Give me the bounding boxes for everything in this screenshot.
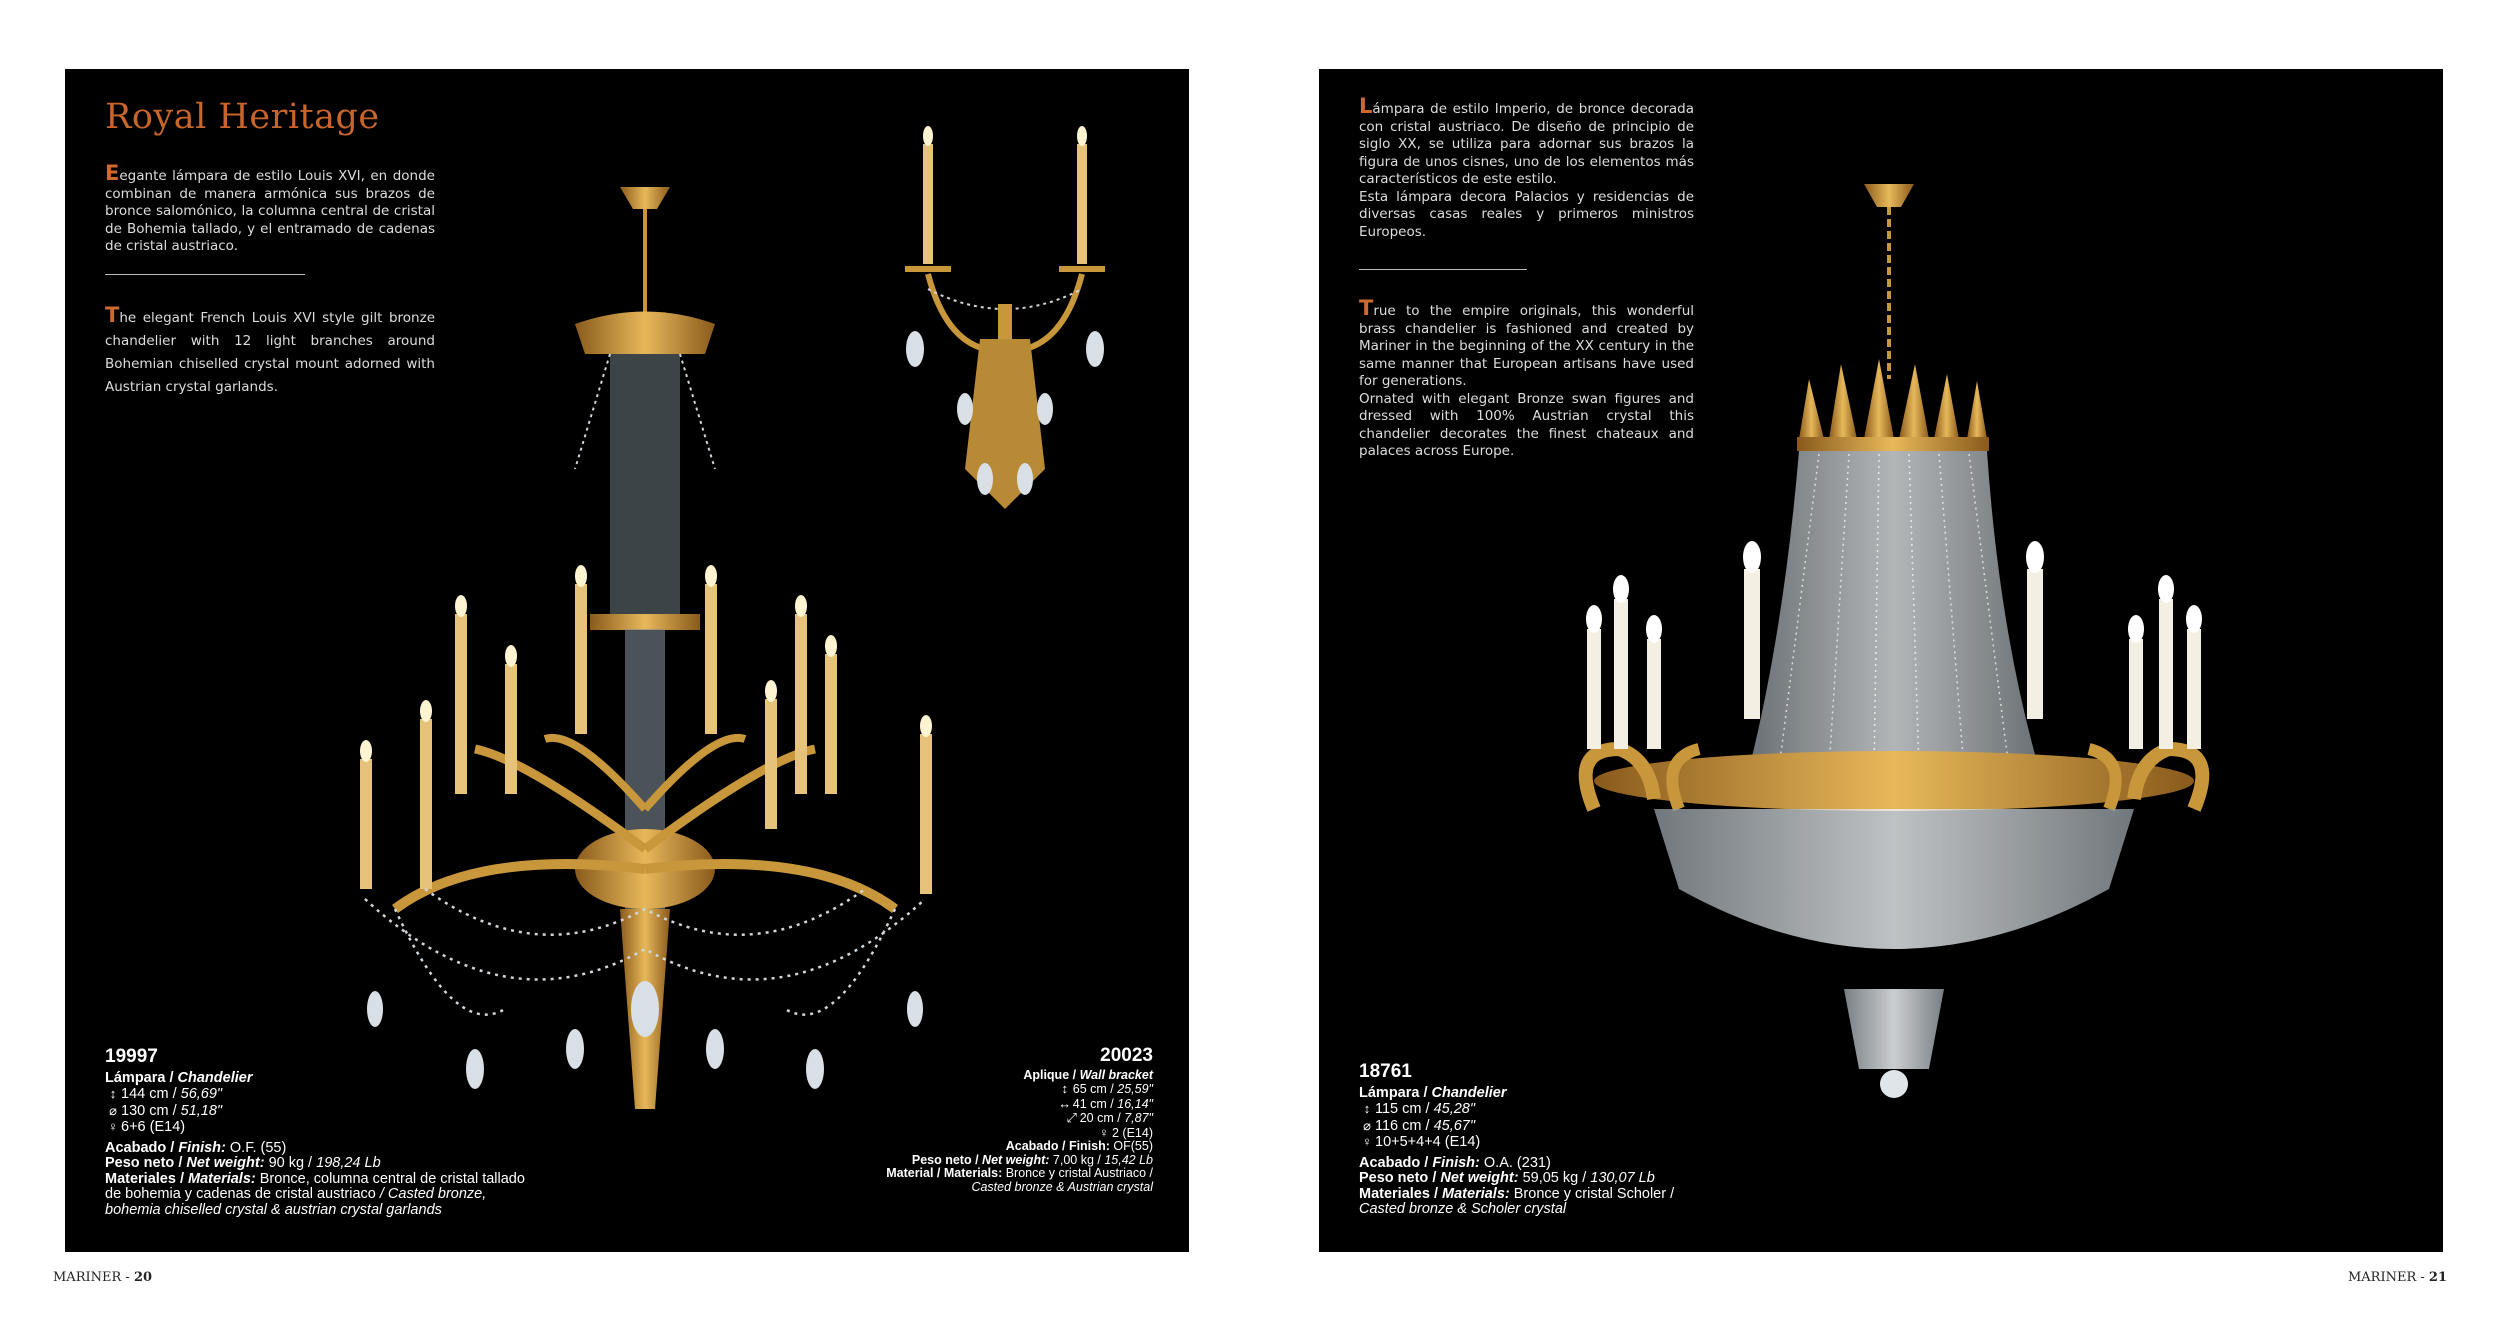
height-icon: ↕ [109,1086,117,1101]
product-code: 19997 [105,1046,158,1067]
height-spec: ↕144 cm / 56,69" [105,1086,535,1103]
dropcap: E [105,161,120,185]
dropcap: T [1359,296,1374,320]
product-code: 20023 [1100,1045,1153,1066]
height-icon: ↕ [1061,1081,1069,1096]
weight-spec: Peso neto / Net weight: 7,00 kg / 15,42 … [911,1152,1153,1167]
diameter-icon: ⌀ [109,1102,117,1118]
chandelier-18761-image [1578,184,2210,1098]
divider [105,274,305,275]
spanish-description: Lámpara de estilo Imperio, de bronce dec… [1359,94,1694,240]
footer-left: MARINER - 20 [53,1270,153,1285]
dropcap: T [105,303,120,327]
bulbs-spec: ♀10+5+4+4 (E14) [1359,1134,1689,1151]
divider [1359,269,1527,270]
bulb-icon: ♀ [1099,1124,1109,1140]
page-title: Royal Heritage [105,97,380,137]
wall-bracket-20023-image [905,126,1105,509]
left-page-panel: Royal Heritage Eegante lámpara de estilo… [65,69,1189,1252]
bulbs-spec: ♀2 (E14) [823,1124,1153,1141]
bulb-icon: ♀ [108,1119,118,1134]
diameter-spec: ⌀116 cm / 45,67" [1359,1118,1689,1135]
dropcap: L [1359,94,1373,118]
depth-icon: ⤢ [1066,1110,1077,1125]
weight-spec: Peso neto / Net weight: 90 kg / 198,24 L… [105,1155,381,1171]
height-spec: ↕115 cm / 45,28" [1359,1101,1689,1118]
product-code: 18761 [1359,1061,1412,1082]
materials-spec: Materiales / Materials: Bronce, columna … [105,1170,525,1218]
finish-spec: Acabado / Finish: O.F. (55) [105,1139,287,1156]
product-specs-20023: 20023 Aplique / Wall bracket ↕65 cm / 25… [823,1045,1153,1194]
materials-spec: Materiales / Materials: Bronce y cristal… [1359,1185,1675,1202]
chandelier-19997-image [360,187,932,1109]
english-description: True to the empire originals, this wonde… [1359,296,1694,460]
footer-right: MARINER - 21 [2347,1270,2447,1285]
bulb-icon: ♀ [1362,1134,1372,1149]
diameter-icon: ⌀ [1363,1117,1371,1133]
materials-spec-en: Casted bronze & Scholer crystal [1359,1201,1567,1217]
product-specs-18761: 18761 Lámpara / Chandelier ↕115 cm / 45,… [1359,1061,1689,1218]
height-icon: ↕ [1363,1101,1371,1116]
finish-spec: Acabado / Finish: O.A. (231) [1359,1154,1551,1171]
depth-spec: ⤢20 cm / 7,87" [823,1111,1153,1126]
page-number: 21 [2428,1270,2447,1285]
width-icon: ↔ [1058,1095,1072,1111]
height-spec: ↕65 cm / 25,59" [823,1082,1153,1097]
spanish-description: Eegante lámpara de estilo Louis XVI, en … [105,161,435,255]
bulbs-spec: ♀6+6 (E14) [105,1119,535,1136]
finish-spec: Acabado / Finish: OF(55) [1005,1139,1153,1153]
weight-spec: Peso neto / Net weight: 59,05 kg / 130,0… [1359,1170,1655,1186]
product-type: Aplique / Wall bracket [1023,1067,1153,1082]
width-spec: ↔41 cm / 16,14" [1058,1095,1153,1111]
materials-spec-en: Casted bronze & Austrian crystal [971,1179,1153,1194]
materials-spec: Material / Materials: Bronce y cristal A… [886,1166,1153,1180]
diameter-spec: ⌀130 cm / 51,18" [105,1103,535,1120]
product-specs-19997: 19997 Lámpara / Chandelier ↕144 cm / 56,… [105,1046,535,1218]
english-description: The elegant French Louis XVI style gilt … [105,303,435,396]
product-type: Lámpara / Chandelier [105,1069,253,1086]
right-page-panel: Lámpara de estilo Imperio, de bronce dec… [1319,69,2443,1252]
page-number: 20 [133,1270,153,1285]
product-type: Lámpara / Chandelier [1359,1084,1507,1101]
